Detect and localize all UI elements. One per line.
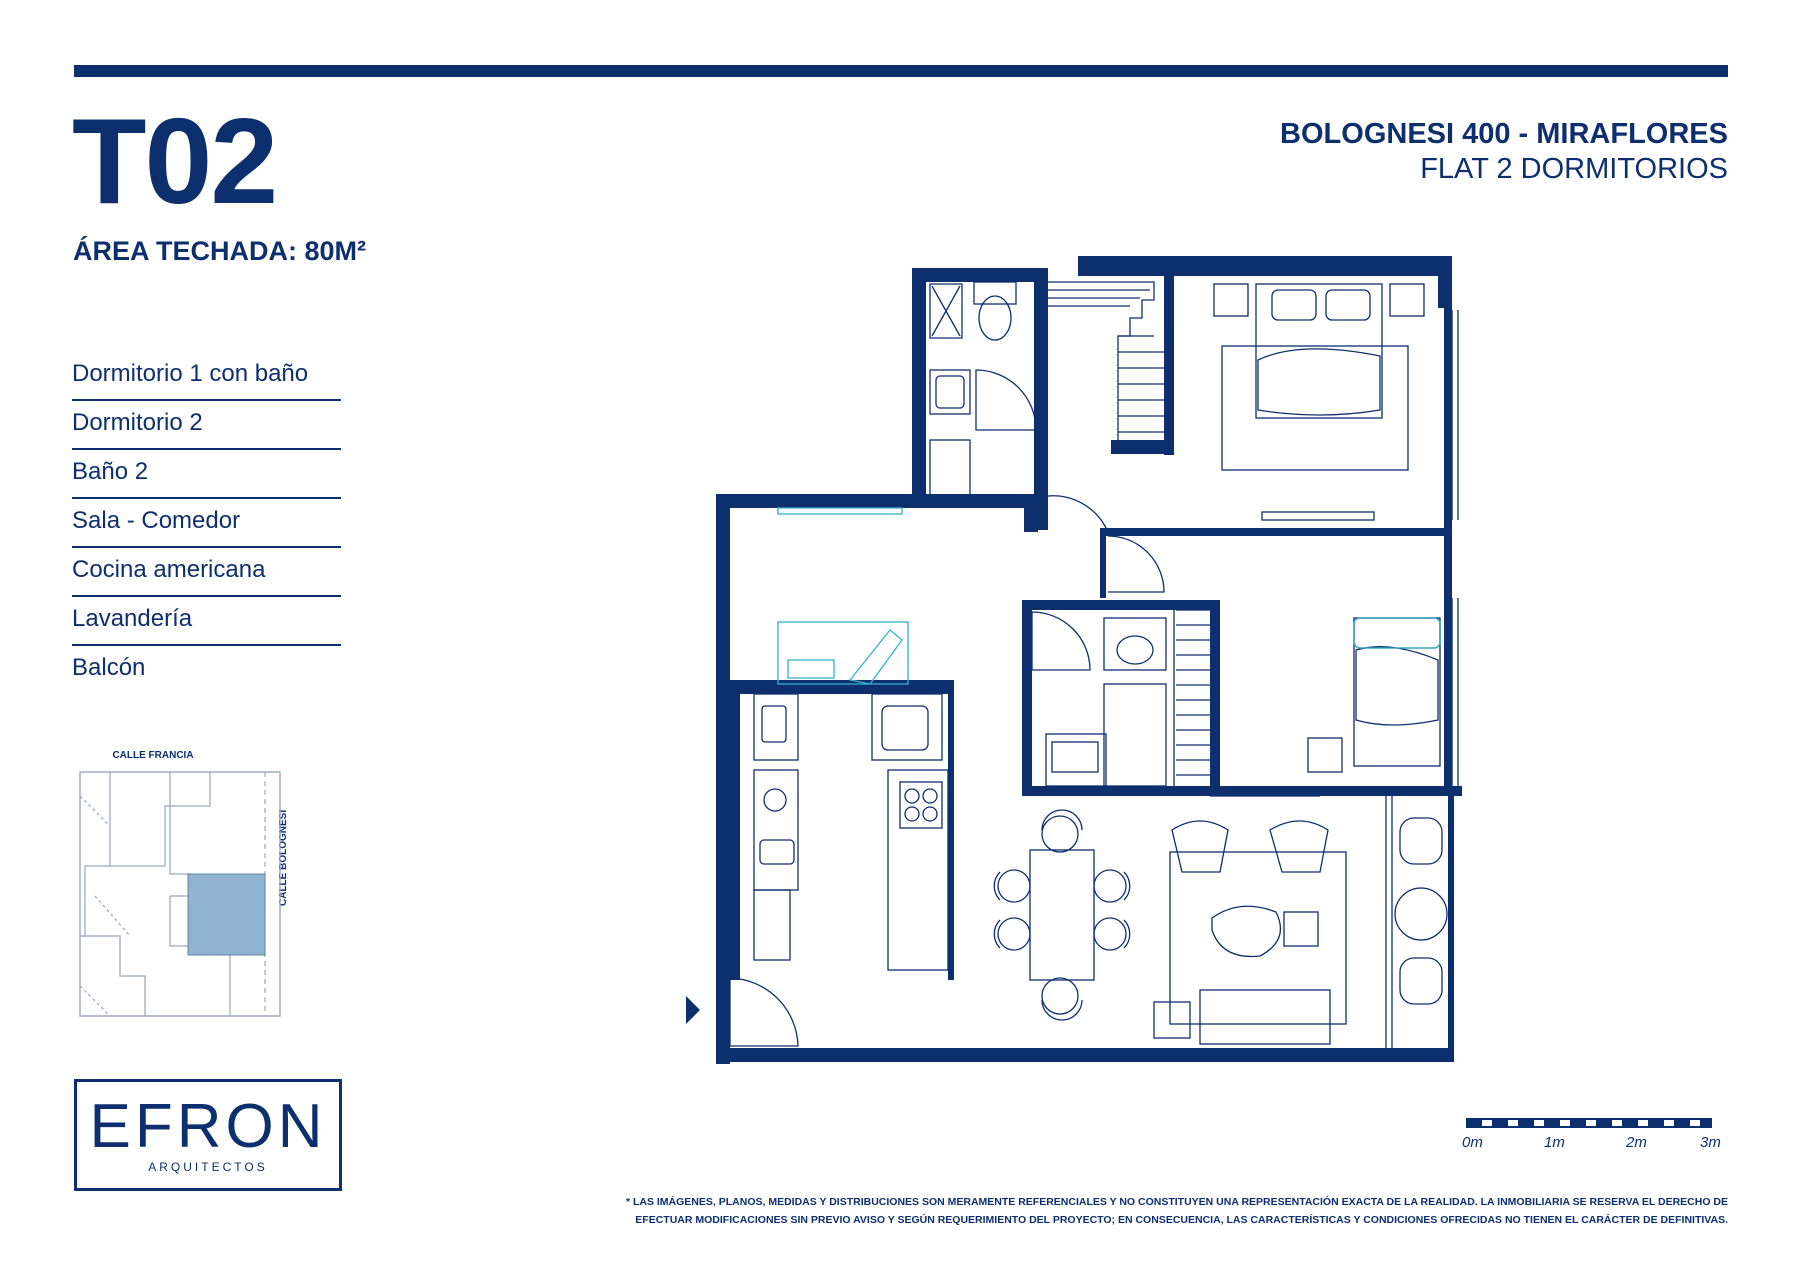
scale-labels: 0m 1m 2m 3m — [1462, 1134, 1721, 1154]
disclaimer: * LAS IMÁGENES, PLANOS, MEDIDAS Y DISTRI… — [468, 1193, 1728, 1229]
project-heading: BOLOGNESI 400 - MIRAFLORES FLAT 2 DORMIT… — [1280, 118, 1728, 186]
interior-lines — [729, 281, 1459, 1048]
scale-graphic — [1466, 1118, 1712, 1128]
room-item: Lavandería — [72, 597, 341, 646]
unit-type: FLAT 2 DORMITORIOS — [1420, 153, 1728, 185]
logo-brand: EFRON — [89, 1092, 327, 1161]
disclaimer-line: * LAS IMÁGENES, PLANOS, MEDIDAS Y DISTRI… — [625, 1196, 1728, 1208]
entry-arrow-icon — [686, 996, 700, 1024]
room-item: Baño 2 — [72, 450, 341, 499]
room-list: Dormitorio 1 con baño Dormitorio 2 Baño … — [72, 352, 341, 695]
site-key-plan — [79, 771, 281, 1017]
disclaimer-line: EFECTUAR MODIFICACIONES SIN PREVIO AVISO… — [635, 1214, 1728, 1226]
covered-area: ÁREA TECHADA: 80M² — [73, 236, 367, 266]
room-item: Sala - Comedor — [72, 499, 341, 548]
project-name: BOLOGNESI 400 - MIRAFLORES — [1280, 118, 1728, 150]
street-label-top: CALLE FRANCIA — [112, 750, 194, 761]
scale-label: 0m — [1462, 1134, 1483, 1151]
logo-subtitle: ARQUITECTOS — [148, 1160, 268, 1174]
room-item: Balcón — [72, 654, 146, 681]
scale-label: 1m — [1544, 1134, 1565, 1151]
scale-label: 2m — [1626, 1134, 1647, 1151]
room-item: Dormitorio 2 — [72, 401, 341, 450]
unit-code: T02 — [72, 93, 278, 229]
room-item: Cocina americana — [72, 548, 341, 597]
room-item: Dormitorio 1 con baño — [72, 352, 341, 401]
unit-highlight — [187, 873, 266, 956]
walls — [716, 256, 1462, 1064]
scale-bar: 0m 1m 2m 3m — [1462, 1118, 1721, 1154]
scale-label: 3m — [1700, 1134, 1721, 1151]
efron-logo: EFRON ARQUITECTOS — [74, 1079, 342, 1191]
top-rule — [74, 65, 1728, 77]
